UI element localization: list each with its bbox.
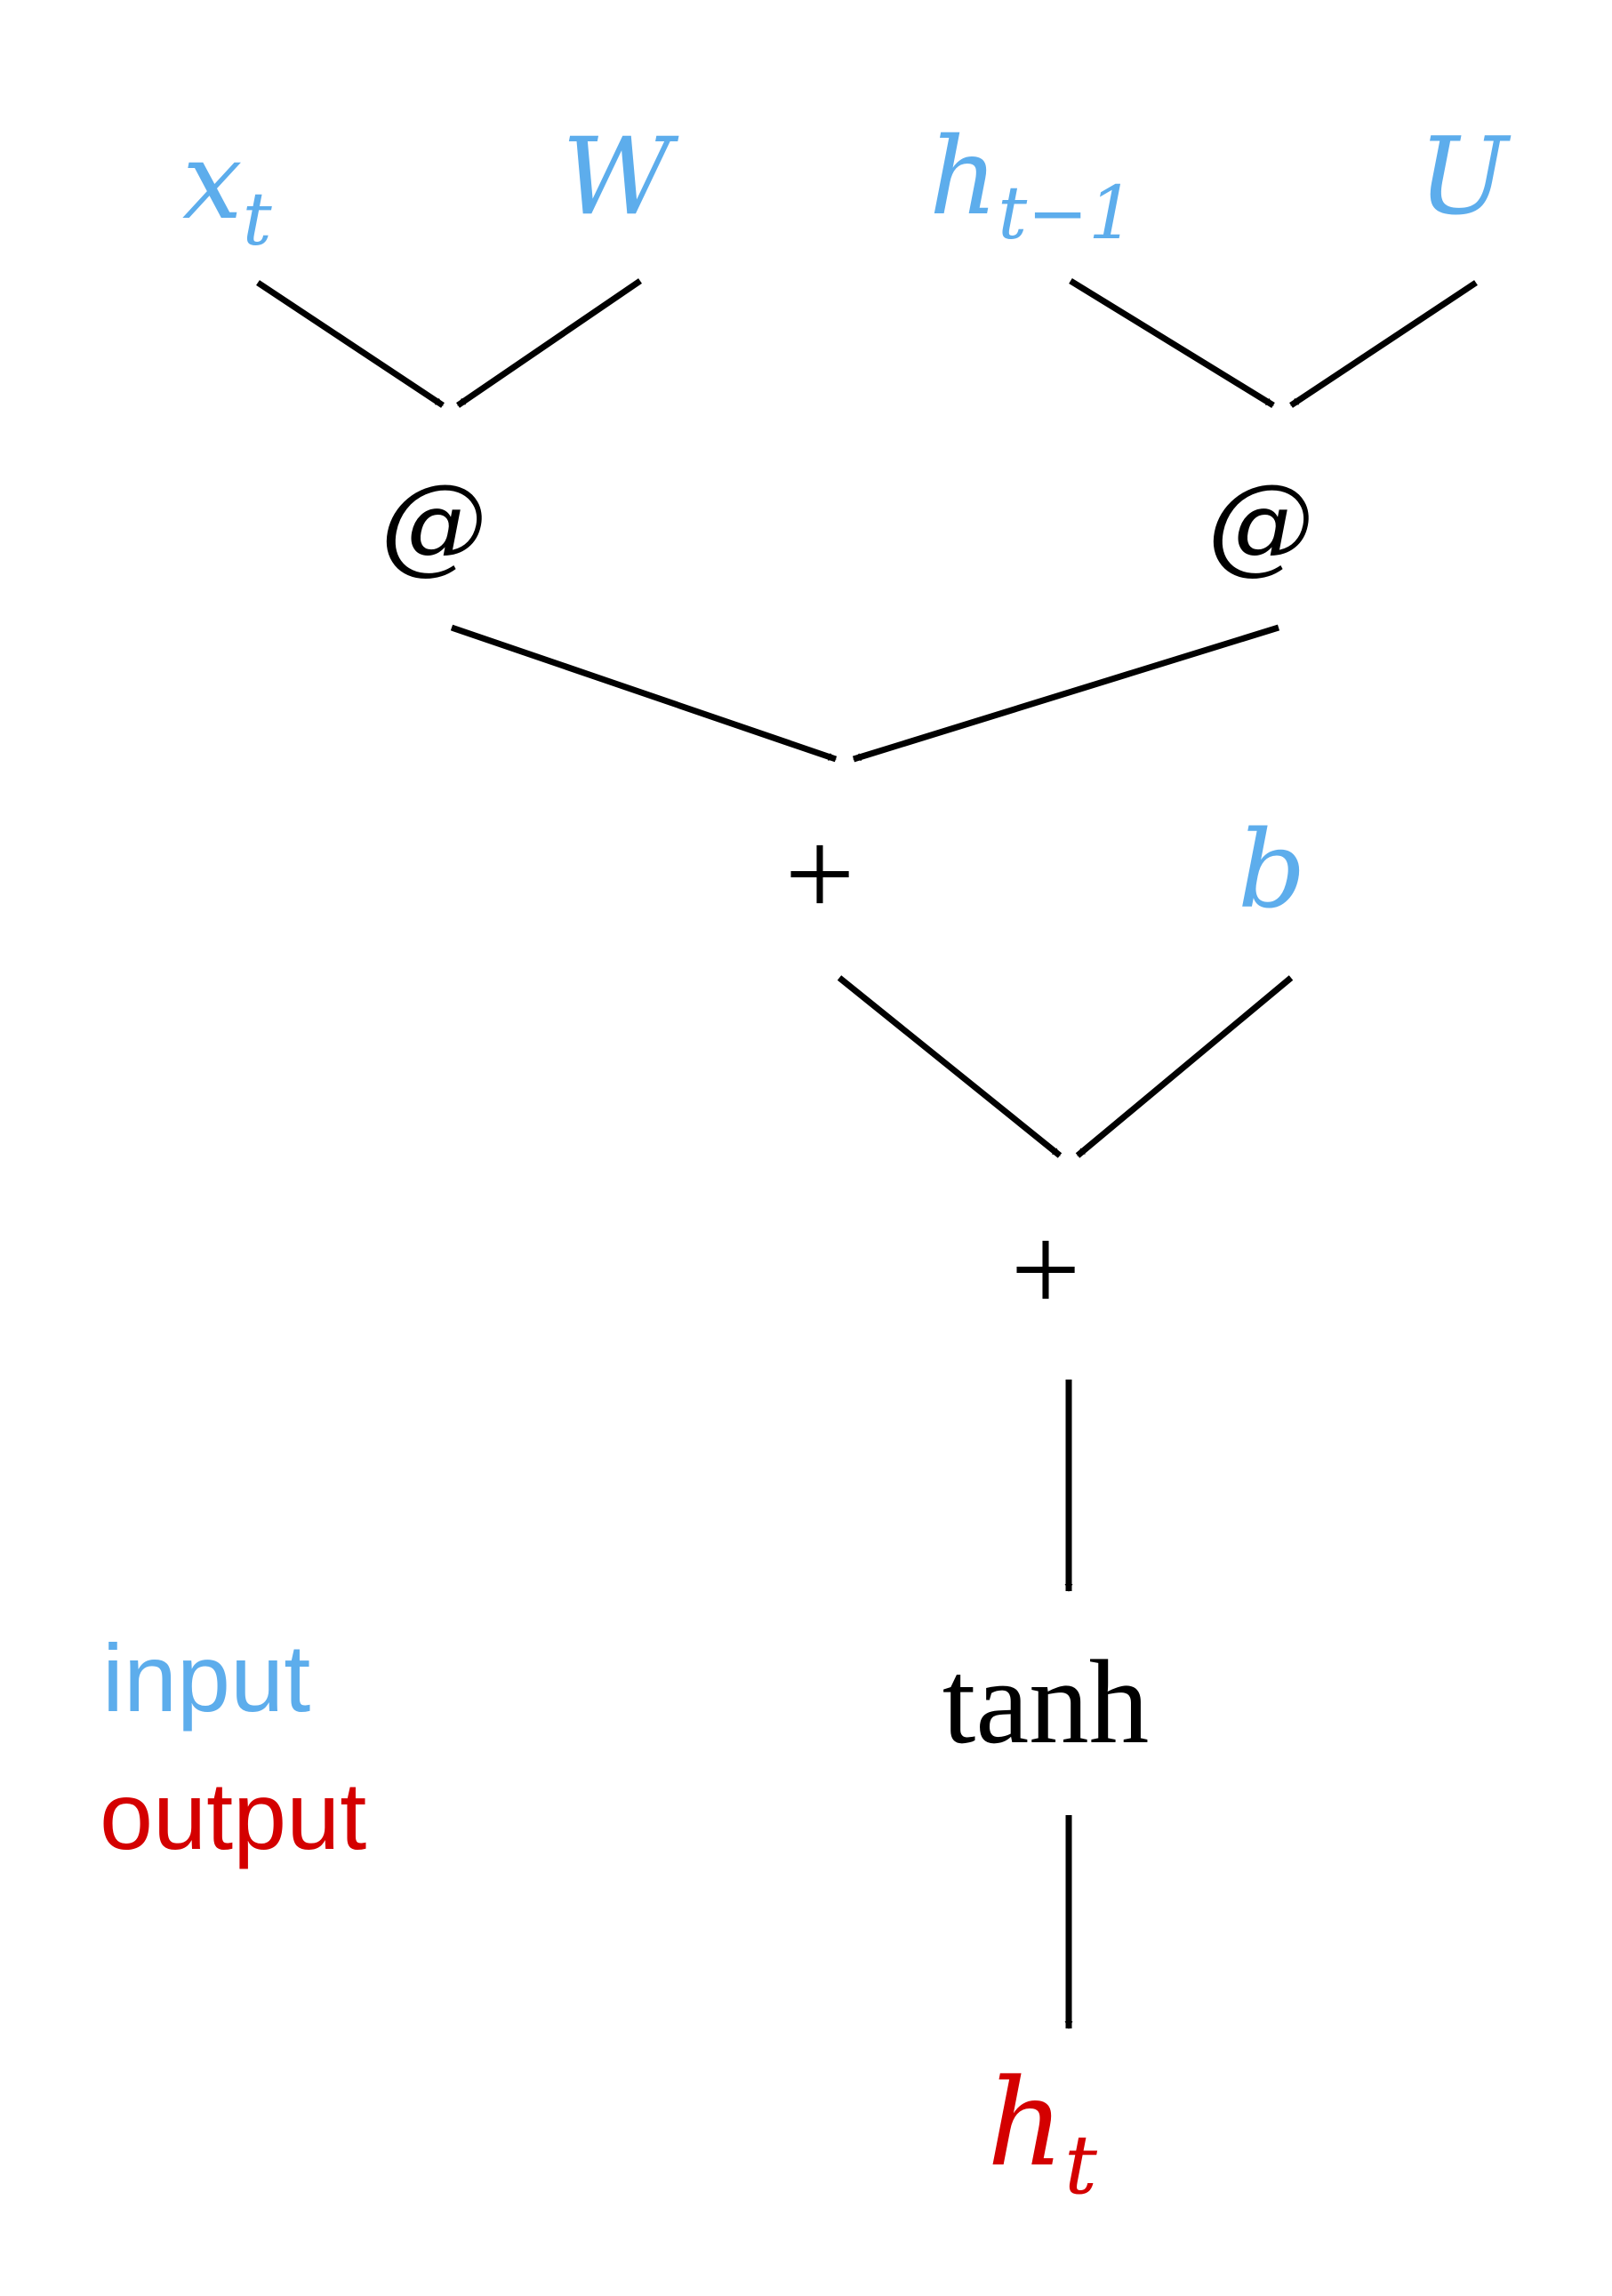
input-node-b: b bbox=[1238, 809, 1306, 932]
op-node-matmul-left: @ bbox=[381, 462, 487, 586]
edge-matmul-right-to-add-first bbox=[852, 624, 1280, 763]
op-node-matmul-right: @ bbox=[1207, 462, 1314, 586]
op-node-add-second: + bbox=[1011, 1201, 1081, 1339]
input-node-x: xt bbox=[182, 120, 273, 262]
input-node-x-subscript: t bbox=[243, 178, 273, 262]
output-node-h-subscript: t bbox=[1064, 2117, 1098, 2212]
edge-b-to-add-second bbox=[1075, 975, 1294, 1158]
legend: input output bbox=[100, 1624, 366, 1869]
edges bbox=[256, 278, 1478, 2029]
legend-input-label: input bbox=[102, 1624, 310, 1732]
op-node-tanh: tanh bbox=[942, 1636, 1149, 1769]
input-node-h-prev-subscript: t−1 bbox=[998, 172, 1135, 256]
output-node-h: ht bbox=[987, 2053, 1098, 2212]
edge-u-to-matmul-right bbox=[1289, 280, 1478, 408]
edge-w-to-matmul-left bbox=[456, 278, 642, 408]
edge-add-first-to-add-second bbox=[837, 975, 1063, 1158]
input-node-u: U bbox=[1418, 116, 1512, 239]
edge-x-to-matmul-left bbox=[256, 280, 445, 408]
input-node-h-prev: ht−1 bbox=[929, 116, 1135, 256]
edge-matmul-left-to-add-first bbox=[450, 624, 838, 763]
input-node-w: W bbox=[562, 116, 679, 239]
edge-hprev-to-matmul-right bbox=[1069, 278, 1275, 408]
op-node-add-first: + bbox=[785, 805, 855, 943]
legend-output-label: output bbox=[100, 1762, 366, 1869]
